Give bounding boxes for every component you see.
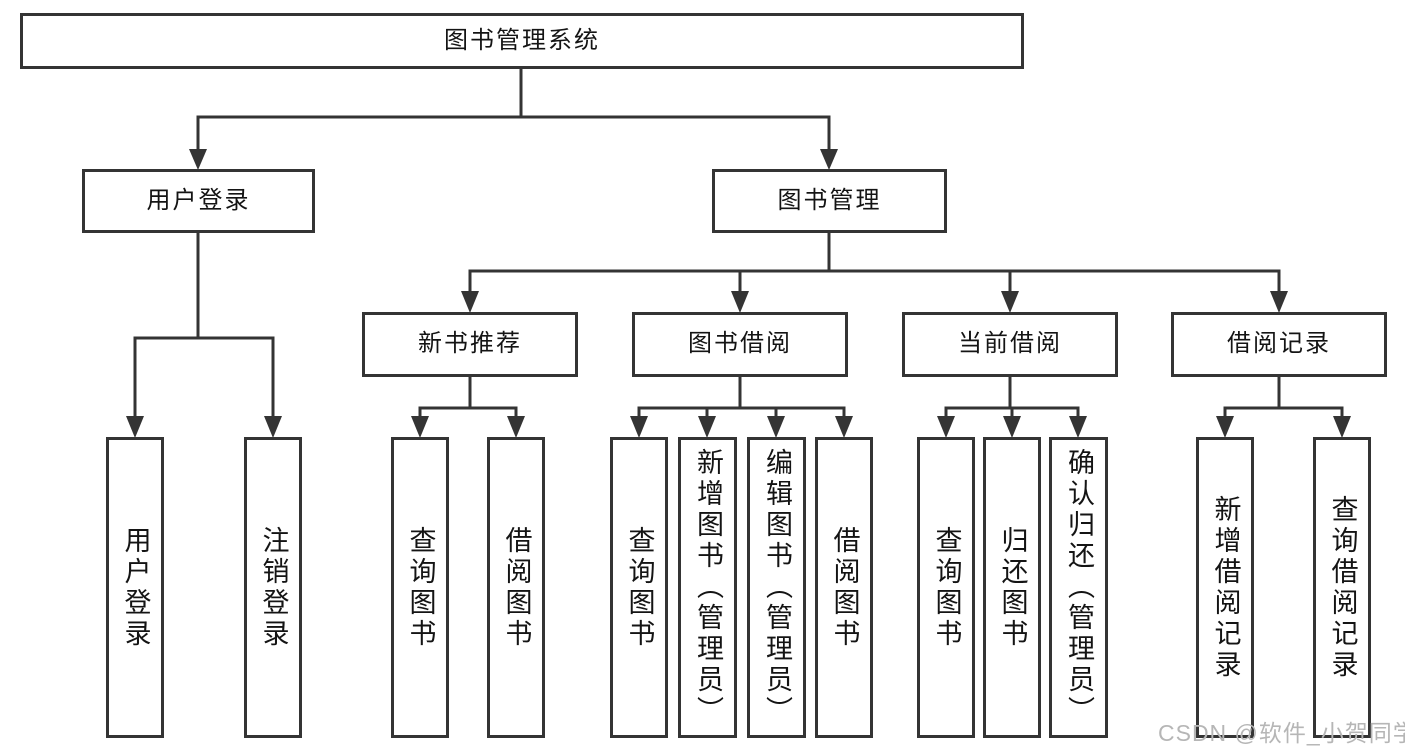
node-new-book-recommendation: 新书推荐	[362, 312, 578, 377]
node-add-borrow-record: 新增借阅记录	[1196, 437, 1254, 738]
node-query-books-current: 查询图书	[917, 437, 975, 738]
node-query-books-borrowing: 查询图书	[610, 437, 668, 738]
node-return-books: 归还图书	[983, 437, 1041, 738]
node-confirm-return-admin: 确认归还（管理员）	[1049, 437, 1108, 738]
csdn-watermark: CSDN @软件_小贺同学	[1158, 720, 1405, 746]
node-borrowing-records: 借阅记录	[1171, 312, 1387, 377]
node-logout: 注销登录	[244, 437, 302, 738]
node-edit-books-admin: 编辑图书（管理员）	[747, 437, 806, 738]
node-borrow-books-leaf: 借阅图书	[815, 437, 873, 738]
node-query-borrow-record: 查询借阅记录	[1313, 437, 1371, 738]
node-user-login-leaf: 用户登录	[106, 437, 164, 738]
node-library-management-system: 图书管理系统	[20, 13, 1024, 69]
node-add-books-admin: 新增图书（管理员）	[678, 437, 737, 738]
node-book-borrowing: 图书借阅	[632, 312, 848, 377]
node-user-login: 用户登录	[82, 169, 315, 233]
node-current-borrowing: 当前借阅	[902, 312, 1118, 377]
node-query-books-recommend: 查询图书	[391, 437, 449, 738]
node-book-management: 图书管理	[712, 169, 947, 233]
node-borrow-books-recommend: 借阅图书	[487, 437, 545, 738]
